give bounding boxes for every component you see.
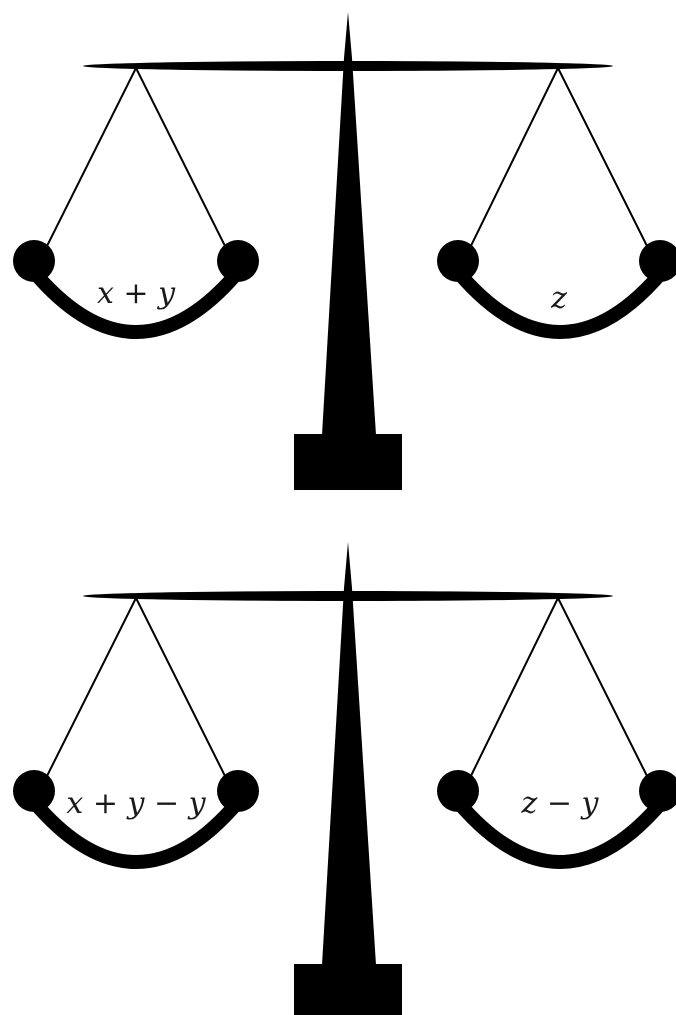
balance-scale-bottom: x + y − y z − y — [13, 542, 676, 1015]
left-pan-strings — [41, 67, 231, 257]
right-pan — [437, 240, 676, 339]
right-pan-strings — [465, 67, 653, 257]
right-pan-strings — [465, 597, 653, 787]
left-pan-label: x + y − y — [66, 786, 206, 821]
left-pan — [13, 770, 259, 869]
left-pan — [13, 240, 259, 339]
scale-base — [294, 964, 402, 1015]
scale-base — [294, 434, 402, 490]
balance-scale-top: x + y z — [13, 12, 676, 490]
scale-pillar — [322, 12, 376, 435]
right-pan — [437, 770, 676, 869]
right-pan-label: z — [550, 281, 567, 316]
left-pan-strings — [41, 597, 231, 787]
right-pan-label: z − y — [521, 786, 600, 821]
scale-pillar — [322, 542, 376, 965]
left-pan-label: x + y — [97, 276, 176, 311]
